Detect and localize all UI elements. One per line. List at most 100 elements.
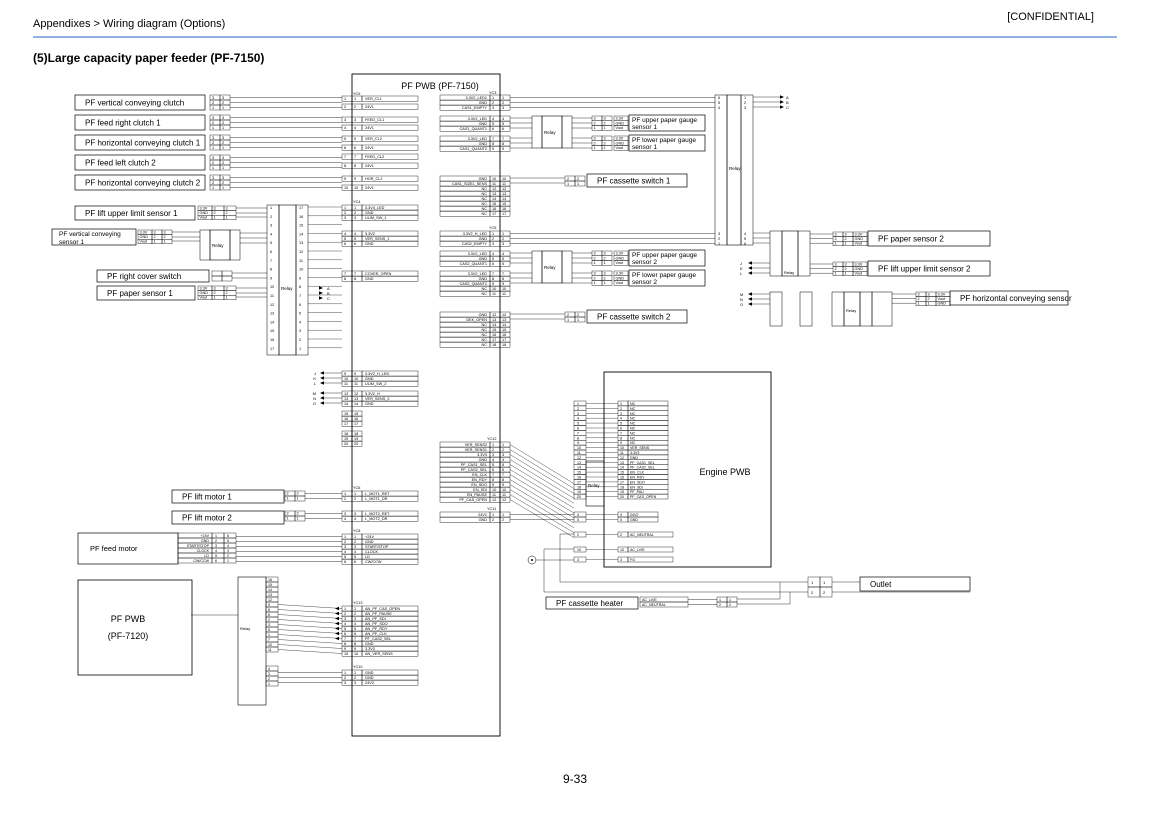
left-relay-pin: 3 bbox=[299, 329, 301, 333]
fm-pin: 5 bbox=[227, 539, 229, 543]
yc9-pin: 2 bbox=[344, 105, 346, 109]
clutch-pin: 2 bbox=[212, 161, 214, 165]
engine-signal: EN_SDO bbox=[630, 480, 645, 484]
yc5-pin: 15 bbox=[492, 328, 496, 332]
bottom-relay-pin: 1 bbox=[268, 682, 270, 686]
yc12-signal: VER_SENS2 bbox=[465, 443, 487, 447]
left-relay-pin: 12 bbox=[299, 250, 303, 254]
horizontal-conveying-sensor-box bbox=[949, 290, 1069, 306]
engine-signal: NC bbox=[630, 422, 636, 426]
yc3-pin: 8 bbox=[492, 142, 494, 146]
mno-letter: N bbox=[313, 396, 316, 401]
yc3-pin-cell bbox=[499, 145, 511, 152]
yc4-pin: 9 bbox=[354, 372, 356, 376]
gauge-sensor-label: PF upper paper gauge bbox=[632, 252, 697, 259]
fm-signal: +24V bbox=[201, 534, 210, 538]
sr-pin-pin: 1 bbox=[845, 272, 847, 276]
yc11-pin: 2 bbox=[502, 518, 504, 522]
left-relay-label: Relay bbox=[281, 286, 293, 291]
jkl-arrow-right bbox=[748, 261, 752, 265]
vcs1-pin-pin: 2 bbox=[154, 235, 156, 239]
clutch-pin: 3 bbox=[212, 96, 214, 100]
yc9-signal: VER_CL2 bbox=[365, 137, 382, 141]
right-relay-col-a bbox=[714, 94, 728, 246]
mno-letter-right: N bbox=[740, 297, 743, 302]
gauge-pin-pin: 3 bbox=[604, 272, 606, 276]
clutch-pin: 2 bbox=[222, 181, 224, 185]
engine-relay-pin: 14 bbox=[577, 466, 581, 470]
yc12-pin: 1 bbox=[492, 443, 494, 447]
abc-letter: C bbox=[327, 296, 330, 301]
yc3-pin: 17 bbox=[492, 212, 496, 216]
lift-upper-limit-sensor-1-box bbox=[74, 205, 196, 221]
yc9-pin: 3 bbox=[344, 118, 346, 122]
yc3-pin: 9 bbox=[502, 147, 504, 151]
yc13-sig-cell bbox=[361, 605, 419, 612]
yc3-pin: 7 bbox=[502, 137, 504, 141]
lus1-pin-pin: 3 bbox=[214, 206, 216, 210]
yc5-signal: CAS2_EMPTY bbox=[462, 242, 488, 246]
yc4-signal: ULIM_SW_1 bbox=[365, 216, 387, 220]
yc8-sig-cell bbox=[361, 548, 419, 555]
mno-arrow-right bbox=[748, 297, 752, 301]
bottom-relay-pin: 4 bbox=[268, 667, 270, 671]
yc13-pin: 2 bbox=[344, 612, 346, 616]
yc9-sig-cell bbox=[361, 124, 419, 131]
heater-pin-cell bbox=[726, 601, 738, 608]
gauge-pin-pin: Vout bbox=[616, 146, 625, 150]
yc4-pin-cell bbox=[351, 440, 363, 447]
engine-pin: 18 bbox=[620, 485, 624, 489]
gauge-pin-pin: 3 bbox=[594, 252, 596, 256]
yc13-wire bbox=[277, 639, 343, 644]
yc13-signal: AN_VER_SENS bbox=[365, 652, 393, 656]
yc5-pin-cell bbox=[499, 331, 511, 338]
yc3-signal: CAS1_QUANT1 bbox=[460, 127, 487, 131]
vcs1-pin-pin: 2 bbox=[164, 235, 166, 239]
yc10-pin: 3 bbox=[354, 681, 356, 685]
engine-ac-cell bbox=[627, 531, 674, 538]
lift-motor-2-box bbox=[171, 510, 285, 525]
yc11-pin: 2 bbox=[492, 518, 494, 522]
gauge-pin-pin: 3.3V bbox=[616, 272, 624, 276]
section-title: (5)Large capacity paper feeder (PF-7150) bbox=[33, 51, 265, 65]
yc5-pin: 12 bbox=[502, 313, 506, 317]
yc3-signal: CAS1_SIZE1_SENS bbox=[452, 182, 487, 186]
left-relay-pin: 1 bbox=[270, 206, 272, 210]
engine-signal: EN_CLK bbox=[630, 471, 645, 475]
yc6-pin: 1 bbox=[344, 492, 346, 496]
yc13-arrow bbox=[335, 631, 339, 636]
engine-pin: 17 bbox=[620, 480, 624, 484]
clutch-pin: 2 bbox=[222, 121, 224, 125]
bottom-relay-pin: 3 bbox=[268, 672, 270, 676]
bottom-relay-pin: 10 bbox=[268, 643, 272, 647]
yc4-pin-cell bbox=[351, 410, 363, 417]
yc4-pin: 8 bbox=[344, 277, 346, 281]
right-relay-label: Relay bbox=[729, 166, 741, 171]
yc9-pin: 4 bbox=[354, 126, 356, 130]
engine-signal: PF_CAS2_SEL bbox=[630, 466, 655, 470]
gauge-pin-pin: 3 bbox=[594, 137, 596, 141]
engine-relay-pin: 5 bbox=[577, 422, 579, 426]
yc4-pin: 3 bbox=[344, 216, 346, 220]
yc11-signal: GND bbox=[479, 518, 488, 522]
yc11-signal: 24V1 bbox=[478, 513, 487, 517]
outlet: Outlet bbox=[870, 580, 892, 589]
vcs1-pin-pin: 1 bbox=[164, 240, 166, 244]
engine-relay-pin: 13 bbox=[577, 461, 581, 465]
yc5-pin: 4 bbox=[502, 252, 504, 256]
yc5-signal: NC bbox=[482, 323, 488, 327]
yc12-pin: 6 bbox=[502, 468, 504, 472]
left-relay-pin: 4 bbox=[299, 320, 301, 324]
yc13-pin: 8 bbox=[354, 642, 356, 646]
outlet-pin: 1 bbox=[811, 580, 814, 585]
yc9-signal: 24V1 bbox=[365, 164, 374, 168]
gauge-pin-pin: 1 bbox=[604, 281, 606, 285]
yc12-wire bbox=[509, 459, 575, 499]
fm-pin-cell bbox=[223, 532, 237, 539]
ps1-pin-pin: 2 bbox=[226, 291, 228, 295]
lus1-pin-pin: 3.3V bbox=[200, 206, 208, 210]
engine-power-pin: 5 bbox=[577, 518, 579, 522]
paper-sensor-2-box bbox=[867, 230, 991, 247]
yc3-pin: 11 bbox=[492, 182, 496, 186]
yc9-pin: 7 bbox=[344, 155, 346, 159]
